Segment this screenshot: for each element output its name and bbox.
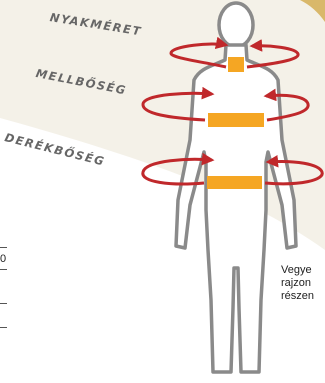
divider (0, 247, 7, 248)
chest-band (208, 113, 264, 127)
caption-line: részen (281, 290, 314, 302)
waist-band (207, 176, 262, 189)
neck-band (228, 57, 244, 72)
caption-line: rajzon (281, 277, 311, 289)
divider (0, 303, 7, 304)
divider (0, 327, 7, 328)
divider (0, 269, 7, 270)
left-partial-value: 0 (0, 253, 6, 265)
caption-line: Vegye (281, 264, 312, 276)
